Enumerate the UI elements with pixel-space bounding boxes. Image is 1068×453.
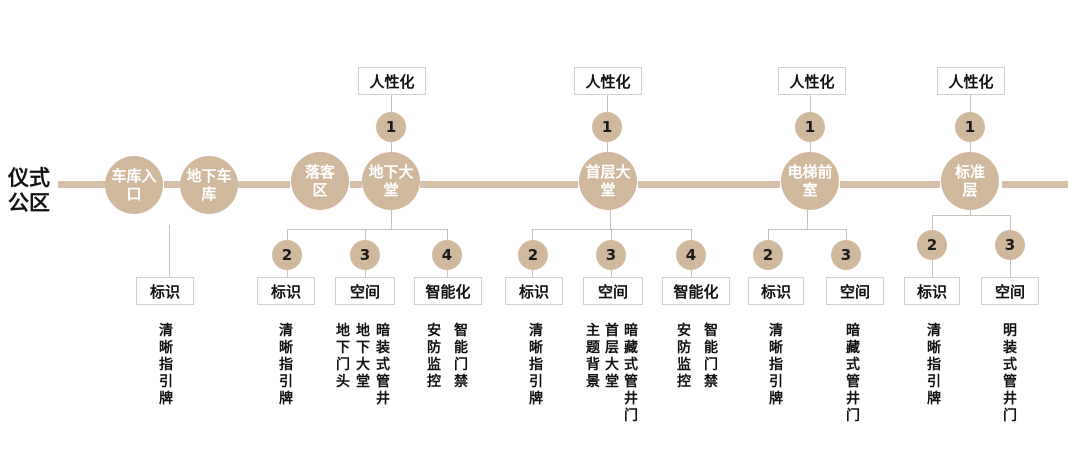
ulobby-number-2: 2 (272, 240, 302, 270)
globby-space-detail-c: 暗藏式管井门 (624, 323, 638, 424)
ulobby-smart-detail-a: 安防监控 (427, 323, 441, 390)
elev-signage-detail: 清晰指引牌 (769, 323, 783, 407)
main-line-segment (1002, 181, 1068, 188)
std-signage-box: 标识 (904, 277, 960, 305)
elev-humanized-box: 人性化 (778, 67, 846, 95)
main-line-segment (638, 181, 780, 188)
connector (932, 215, 1011, 216)
connector (391, 210, 392, 230)
globby-signage-box: 标识 (505, 277, 563, 305)
node-drop-off-zone: 落客区 (291, 152, 349, 210)
globby-humanized-box: 人性化 (574, 67, 642, 95)
ulobby-space-detail-c: 暗装式管井 (376, 323, 390, 407)
ulobby-space-box: 空间 (335, 277, 395, 305)
globby-number-3: 3 (596, 240, 626, 270)
node-ground-lobby: 首层大堂 (579, 152, 637, 210)
ulobby-smart-detail-b: 智能门禁 (454, 323, 468, 390)
connector (807, 210, 808, 230)
connector (287, 229, 448, 230)
globby-signage-detail: 清晰指引牌 (529, 323, 543, 407)
node-underground-garage: 地下车库 (180, 156, 238, 214)
ulobby-space-detail-b: 地下大堂 (356, 323, 370, 390)
title-line-2: 公区 (8, 191, 50, 215)
ulobby-number-4: 4 (432, 240, 462, 270)
globby-number-2: 2 (518, 240, 548, 270)
node-garage-entrance: 车库入口 (105, 156, 163, 214)
ulobby-number-1: 1 (376, 112, 406, 142)
globby-smart-detail-a: 安防监控 (677, 323, 691, 390)
main-line-segment (350, 181, 362, 188)
main-line-segment (58, 181, 106, 188)
connector (970, 210, 971, 216)
elev-space-box: 空间 (826, 277, 884, 305)
connector (768, 229, 769, 243)
std-space-detail: 明装式管井门 (1003, 323, 1017, 424)
elev-number-3: 3 (831, 240, 861, 270)
std-signage-detail: 清晰指引牌 (927, 323, 941, 407)
node-standard-floor: 标准层 (941, 152, 999, 210)
ulobby-signage-detail: 清晰指引牌 (279, 323, 293, 407)
globby-space-box: 空间 (583, 277, 643, 305)
ulobby-signage-box: 标识 (257, 277, 315, 305)
std-space-box: 空间 (981, 277, 1039, 305)
ulobby-smart-box: 智能化 (414, 277, 482, 305)
connector (610, 210, 611, 230)
title-line-1: 仪式 (8, 166, 50, 190)
diagram-title: 仪式 公区 (8, 166, 52, 216)
main-line-segment (420, 181, 578, 188)
garage-signage-detail: 清晰指引牌 (159, 323, 173, 407)
globby-space-detail-b: 首层大堂 (605, 323, 619, 390)
node-underground-lobby: 地下大堂 (362, 152, 420, 210)
elev-space-detail: 暗藏式管井门 (846, 323, 860, 424)
connector (846, 229, 847, 243)
connector (169, 225, 170, 277)
main-line-segment (840, 181, 940, 188)
elev-number-2: 2 (753, 240, 783, 270)
std-number-3: 3 (995, 230, 1025, 260)
ulobby-number-3: 3 (350, 240, 380, 270)
main-line-segment (238, 181, 290, 188)
std-number-1: 1 (955, 112, 985, 142)
std-number-2: 2 (917, 230, 947, 260)
ulobby-space-detail-a: 地下门头 (336, 323, 350, 390)
node-elevator-hall: 电梯前室 (781, 152, 839, 210)
globby-smart-box: 智能化 (662, 277, 730, 305)
garage-signage-box: 标识 (136, 277, 194, 305)
ulobby-humanized-box: 人性化 (358, 67, 426, 95)
main-line-segment (164, 181, 180, 188)
globby-space-detail-a: 主题背景 (586, 323, 600, 390)
globby-smart-detail-b: 智能门禁 (704, 323, 718, 390)
connector (768, 229, 847, 230)
globby-number-4: 4 (676, 240, 706, 270)
elev-number-1: 1 (795, 112, 825, 142)
std-humanized-box: 人性化 (937, 67, 1005, 95)
globby-number-1: 1 (592, 112, 622, 142)
elev-signage-box: 标识 (748, 277, 804, 305)
connector (532, 229, 692, 230)
